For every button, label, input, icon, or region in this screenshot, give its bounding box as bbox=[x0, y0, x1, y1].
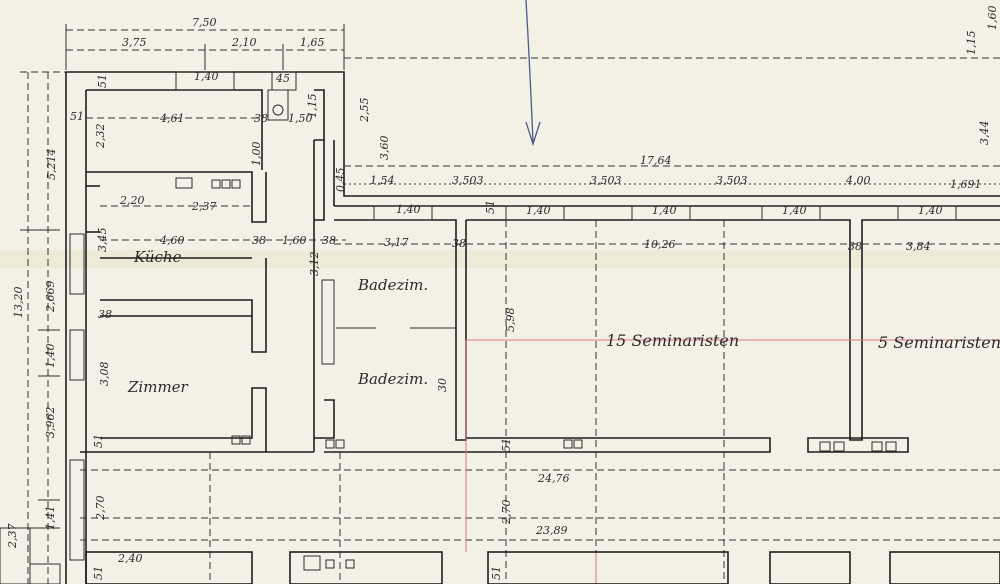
dim-top-a: 3,75 bbox=[122, 36, 147, 49]
dim-left-140: 1,40 bbox=[44, 344, 57, 369]
dim-270-b: 2,70 bbox=[500, 500, 513, 526]
dim-045: 0,45 bbox=[334, 168, 347, 193]
dim-384: 3,84 bbox=[906, 240, 931, 253]
dim-51-g: 51 bbox=[490, 566, 503, 580]
chimney-blocks-main bbox=[325, 205, 957, 452]
dim-left-3962: 3,962 bbox=[44, 407, 57, 439]
dim-240: 2,40 bbox=[117, 552, 143, 565]
dim-room1-width: 4,61 bbox=[159, 112, 185, 125]
dim-51-a: 51 bbox=[96, 74, 109, 88]
dim-255: 2,55 bbox=[358, 98, 371, 124]
dim-360: 3,60 bbox=[378, 136, 391, 161]
dim-38-a: 38 bbox=[254, 112, 268, 125]
dim-span5: 1,691 bbox=[950, 178, 982, 191]
paper-fold bbox=[0, 250, 1000, 268]
dim-38-e: 38 bbox=[848, 240, 862, 253]
dim-chim-1-40-a: 1,40 bbox=[396, 203, 421, 216]
dim-total-long: 17,64 bbox=[640, 154, 672, 167]
dashed-partitions bbox=[80, 220, 1000, 584]
chimney-blocks-top bbox=[175, 71, 297, 445]
dim-top-b: 2,10 bbox=[231, 36, 257, 49]
pencil-arrowhead bbox=[525, 121, 541, 147]
dim-chim-1-40-e: 1,40 bbox=[918, 204, 943, 217]
dim-2389: 23,89 bbox=[535, 524, 568, 537]
dim-220: 2,20 bbox=[119, 194, 145, 207]
dim-top-c: 1,65 bbox=[300, 36, 325, 49]
dim-1026: 10,26 bbox=[644, 238, 676, 251]
dim-270-a: 2,70 bbox=[94, 496, 107, 522]
dim-38-d: 38 bbox=[452, 237, 466, 250]
pencil-arrow bbox=[525, 0, 534, 143]
dim-460: 4,60 bbox=[159, 234, 185, 247]
dim-115: 1,15 bbox=[306, 94, 319, 119]
dim-51-b: 51 bbox=[70, 110, 84, 123]
dim-30: 30 bbox=[436, 378, 449, 392]
dim-317: 3,17 bbox=[384, 236, 409, 249]
dim-span2: 3,503 bbox=[590, 174, 622, 187]
dim-312: 3,12 bbox=[308, 252, 321, 277]
dim-chim-1-40-c: 1,40 bbox=[652, 204, 677, 217]
dim-2476: 24,76 bbox=[537, 472, 570, 485]
room-kuche-note: Küche bbox=[133, 248, 182, 266]
dim-38-b: 38 bbox=[252, 234, 266, 247]
dim-160: 1,60 bbox=[282, 234, 307, 247]
dim-left-5214: 5,214 bbox=[45, 149, 58, 181]
dim-38-c: 38 bbox=[322, 234, 336, 247]
dim-150: 1,50 bbox=[288, 112, 313, 125]
room-seminarists-15: 15 Seminaristen bbox=[606, 331, 739, 350]
dim-38-f: 38 bbox=[98, 308, 112, 321]
dim-154: 1,54 bbox=[370, 174, 395, 187]
dim-span1: 3,503 bbox=[452, 174, 484, 187]
top-dimension-lines bbox=[20, 24, 1000, 73]
dim-51-d: 51 bbox=[92, 434, 105, 448]
dim-span3: 3,503 bbox=[716, 174, 748, 187]
room-bath-upper: Badezim. bbox=[357, 276, 428, 294]
dim-right-top2: 1,60 bbox=[986, 6, 999, 31]
dim-left-141: 1,41 bbox=[44, 506, 57, 531]
dim-chimney-small: 45 bbox=[275, 72, 290, 85]
bottom-walls bbox=[0, 527, 1000, 584]
dim-left-237: 2,37 bbox=[6, 524, 19, 550]
dim-top-total: 7,50 bbox=[192, 16, 217, 29]
room-seminarists-5: 5 Seminaristen bbox=[878, 333, 1000, 352]
dim-span4: 4,00 bbox=[845, 174, 871, 187]
dim-chim-1-40-b: 1,40 bbox=[526, 204, 551, 217]
dim-100: 1,00 bbox=[250, 142, 263, 167]
dim-left-2669: 2,669 bbox=[44, 281, 57, 314]
dim-51-e: 51 bbox=[500, 438, 513, 452]
dim-right-344: 3,44 bbox=[978, 121, 991, 146]
dim-51-f: 51 bbox=[92, 566, 105, 580]
dim-598: 5,98 bbox=[504, 308, 517, 333]
dim-51-c: 51 bbox=[484, 200, 497, 214]
dim-right-top: 1,15 bbox=[965, 31, 978, 56]
room-bath-lower: Badezim. bbox=[357, 370, 428, 388]
left-wing-walls bbox=[65, 71, 345, 584]
dim-chim-1-40-d: 1,40 bbox=[782, 204, 807, 217]
dim-left-1320: 13,20 bbox=[12, 287, 25, 319]
dim-308: 3,08 bbox=[98, 362, 111, 387]
room-zimmer: Zimmer bbox=[127, 378, 189, 396]
dim-room1-depth: 2,32 bbox=[94, 124, 107, 150]
dim-chimney1: 1,40 bbox=[194, 70, 219, 83]
